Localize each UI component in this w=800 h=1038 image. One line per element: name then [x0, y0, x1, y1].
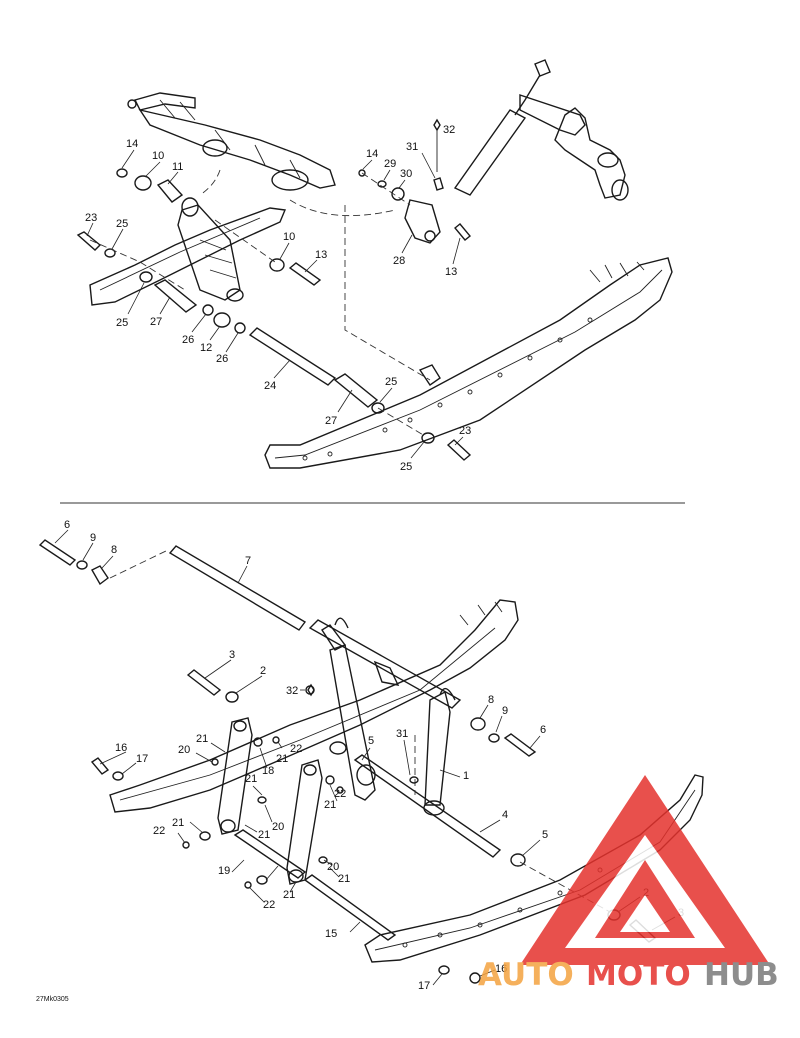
callout: 32 — [443, 124, 455, 136]
callout: 11 — [172, 161, 183, 173]
bottom-assembly: 6 9 8 7 3 2 32 16 17 20 21 18 22 21 22 2… — [36, 519, 704, 1003]
watermark-logo-icon — [520, 775, 770, 965]
callout: 21 — [172, 817, 184, 829]
rear-arm-drawing — [289, 59, 629, 381]
callout: 25 — [116, 317, 128, 329]
callout: 30 — [400, 168, 412, 180]
rear-arm-assembly-drawing — [308, 617, 502, 858]
callout: 21 — [324, 799, 336, 811]
callout: 21 — [338, 873, 350, 885]
callout: 27 — [150, 316, 162, 328]
callout: 23 — [85, 212, 97, 224]
callout: 1 — [463, 770, 469, 782]
callout: 16 — [115, 742, 127, 754]
callout: 25 — [116, 218, 128, 230]
callout: 25 — [385, 376, 397, 388]
callout: 22 — [153, 825, 165, 837]
callout: 15 — [325, 928, 337, 940]
callout: 12 — [200, 342, 212, 354]
callout: 21 — [258, 829, 270, 841]
callout: 6 — [540, 724, 546, 736]
shock-absorber-drawing — [177, 169, 244, 302]
bottom-callouts: 6 9 8 7 3 2 32 16 17 20 21 18 22 21 22 2… — [64, 519, 684, 992]
callout: 21 — [276, 753, 288, 765]
top-leader-lines — [86, 149, 464, 459]
link-plates-drawing — [217, 717, 397, 941]
callout: 23 — [459, 425, 471, 437]
callout: 19 — [218, 865, 230, 877]
callout: 21 — [283, 889, 295, 901]
callout: 8 — [111, 544, 117, 556]
callout: 9 — [502, 705, 508, 717]
callout: 22 — [334, 788, 346, 800]
callout: 22 — [263, 899, 275, 911]
callout: 2 — [260, 665, 266, 677]
callout: 4 — [502, 809, 508, 821]
callout: 24 — [264, 380, 276, 392]
automotohub-watermark: AUTO MOTO HUB — [478, 775, 779, 993]
callout: 16 — [495, 963, 507, 975]
callout: 20 — [178, 744, 190, 756]
callout: 17 — [136, 753, 148, 765]
callout: 18 — [262, 765, 274, 777]
top-hardware-drawing — [76, 118, 472, 461]
callout: 28 — [393, 255, 405, 267]
shaft-drawing — [38, 539, 307, 631]
callout: 5 — [542, 829, 548, 841]
callout: 26 — [182, 334, 194, 346]
callout: 27 — [325, 415, 337, 427]
callout: 10 — [152, 150, 164, 162]
callout: 14 — [366, 148, 378, 160]
callout: 20 — [327, 861, 339, 873]
callout: 31 — [406, 141, 418, 153]
callout: 10 — [283, 231, 295, 243]
top-assembly: 14 10 11 23 25 25 27 26 12 26 24 27 25 2… — [76, 59, 673, 473]
callout: 31 — [396, 728, 408, 740]
callout: 7 — [245, 555, 251, 567]
callout: 6 — [64, 519, 70, 531]
callout: 13 — [445, 266, 457, 278]
callout: 29 — [384, 158, 396, 170]
callout: 5 — [368, 735, 374, 747]
callout: 21 — [196, 733, 208, 745]
callout: 22 — [290, 743, 302, 755]
callout: 17 — [418, 980, 430, 992]
watermark-auto: AUTO — [478, 957, 574, 993]
front-arm-drawing — [127, 92, 336, 191]
watermark-moto: MOTO — [586, 957, 691, 993]
callout: 8 — [488, 694, 494, 706]
callout: 32 — [286, 685, 298, 697]
callout: 26 — [216, 353, 228, 365]
top-callouts: 14 10 11 23 25 25 27 26 12 26 24 27 25 2… — [85, 124, 471, 473]
callout: 25 — [400, 461, 412, 473]
callout: 20 — [272, 821, 284, 833]
figure-code: 27Mk0305 — [36, 996, 69, 1003]
watermark-hub: HUB — [704, 957, 779, 993]
callout: 14 — [126, 138, 138, 150]
top-rail-drawing — [89, 207, 673, 469]
callout: 3 — [229, 649, 235, 661]
callout: 21 — [245, 773, 257, 785]
callout: 9 — [90, 532, 96, 544]
callout: 13 — [315, 249, 327, 261]
